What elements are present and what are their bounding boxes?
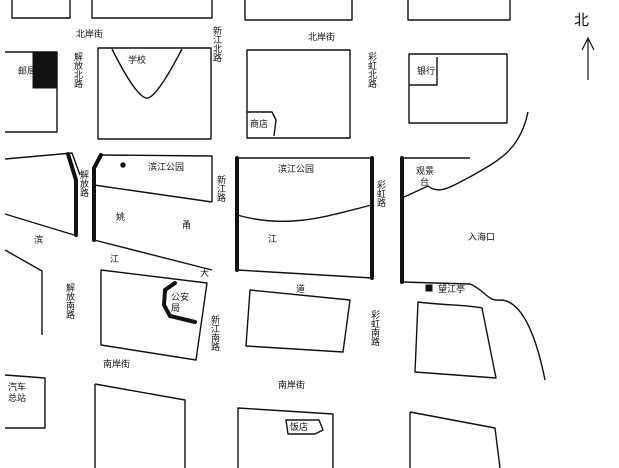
river-label-jiang: 江 <box>268 234 277 245</box>
street-beian-jie-right: 北岸街 <box>308 31 335 43</box>
police-corner <box>161 281 197 324</box>
block-police <box>100 269 208 361</box>
river-south-bank-center <box>93 239 213 271</box>
street-beian-jie-left: 北岸街 <box>76 28 103 40</box>
block-bus-station-left <box>4 249 43 335</box>
river-label-yong: 甬 <box>182 220 191 231</box>
block-top-center <box>91 0 213 19</box>
park-block-center-top <box>100 154 213 202</box>
label-binjiang-gongyuan-right: 滨江公园 <box>278 163 314 175</box>
estuary-south-shore <box>401 281 546 381</box>
river-label-tao: 姚 <box>116 211 125 223</box>
road-dao: 道 <box>296 283 305 295</box>
street-caihong-nanlu: 彩虹南路 <box>369 310 380 347</box>
road-da: 大 <box>200 267 209 279</box>
street-nanan-jie-left: 南岸街 <box>103 358 130 370</box>
block-bottom-right <box>409 411 501 468</box>
bank-corner <box>409 57 438 86</box>
estuary-north-shore <box>401 111 529 199</box>
riverbank-left-top <box>4 152 81 176</box>
block-top-right <box>407 0 511 21</box>
block-lookout-south <box>414 301 497 379</box>
street-caihong-lu: 彩虹路 <box>375 180 386 208</box>
label-guanjing-tai: 观景台 <box>416 166 434 188</box>
street-nanan-jie-right: 南岸街 <box>278 379 305 391</box>
north-label: 北 <box>574 11 589 29</box>
park-block-center-edge <box>92 153 103 242</box>
north-arrow <box>581 36 595 80</box>
wangjiang-ting-marker <box>425 284 433 292</box>
label-shangdian: 商店 <box>250 118 268 130</box>
label-youju: 邮局 <box>18 65 36 77</box>
label-ruhaikou: 入海口 <box>468 231 495 243</box>
street-xinjiang-nanlu: 新江南路 <box>209 314 220 352</box>
riverbank-left-bottom <box>4 213 75 236</box>
block-south-center <box>245 289 351 353</box>
restaurant-marker <box>285 419 324 435</box>
river-south-bank-right <box>236 269 373 279</box>
label-gongan-ju: 公安局 <box>171 291 189 314</box>
road-jiang: 江 <box>110 254 119 265</box>
label-qiche-zongzhan: 汽车总站 <box>8 381 26 404</box>
block-bottom-center-left <box>94 383 186 468</box>
block-bank <box>408 53 508 124</box>
block-top-left <box>11 0 71 19</box>
river-north-bank-center <box>93 184 213 203</box>
street-caihong-beilu: 彩虹北路 <box>366 52 377 89</box>
label-xuexiao: 学校 <box>128 54 146 66</box>
post-office-marker <box>32 51 57 89</box>
river-north-bank-right <box>236 204 373 222</box>
road-bin: 滨 <box>34 234 43 246</box>
street-jiefang-lu: 解放路 <box>78 169 89 198</box>
street-xinjiang-lu: 新江路 <box>215 174 226 203</box>
label-fandian: 饭店 <box>290 421 308 433</box>
block-bus-station <box>4 374 46 429</box>
block-school <box>97 47 212 140</box>
street-jiefang-beilu: 解放北路 <box>72 51 83 89</box>
block-post-office <box>5 51 58 133</box>
street-jiefang-nanlu: 解放南路 <box>64 282 75 320</box>
riverbank-left-thick <box>66 152 78 237</box>
block-shop <box>246 49 351 139</box>
park-dot-marker <box>120 162 126 168</box>
block-restaurant <box>237 407 334 468</box>
shop-corner <box>247 111 277 137</box>
label-yinhang: 银行 <box>417 65 435 77</box>
school-field <box>111 48 183 99</box>
street-xinjiang-beilu: 新江北路 <box>211 25 222 63</box>
label-binjiang-gongyuan-left: 滨江公园 <box>148 161 184 173</box>
block-top-middle <box>244 0 353 21</box>
label-wangjiang-ting: 望江亭 <box>438 283 465 295</box>
